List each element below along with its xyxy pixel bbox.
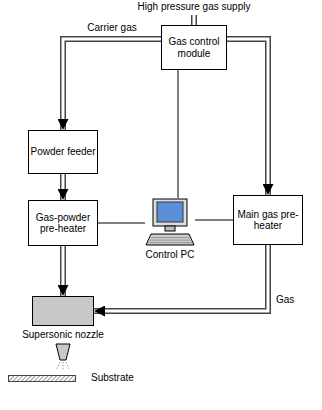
pipe-inner [63,39,161,130]
pipe-outer [227,39,268,195]
pipe-outer [60,246,66,296]
gas-pipe [94,245,268,311]
nozzle-tip [56,344,70,370]
signal-line [195,220,233,221]
substrate-hatch [9,376,75,381]
process-box: Gas-powder pre-heater [28,200,98,246]
pipe-inner [227,39,268,195]
process-box: Powder feeder [28,130,98,174]
process-box: Main gas pre-heater [233,195,303,245]
pipe-inner [94,245,268,311]
gas-pipe [63,174,64,200]
supply-label: High pressure gas supply [137,1,252,12]
pipe-inner [62,246,65,296]
pipe-outer [63,39,161,130]
node-label: Control PC [146,249,195,261]
edge-label: Gas [275,294,295,305]
control-line [195,220,233,221]
supply-pipe [194,15,195,25]
gas-pipe [63,39,161,130]
nozzle-box: Supersonic nozzle [32,296,94,326]
node-label: Main gas pre-heater [234,209,302,232]
control-line [98,223,145,224]
node-label: Powder feeder [30,146,95,158]
signal-line [178,70,179,198]
process-box: Gas control module [161,25,227,70]
pipe-inner [62,174,65,200]
gas-pipe [227,39,268,195]
node-label: Supersonic nozzle [22,329,104,341]
node-label: Gas control module [162,36,226,59]
computer-icon: Control PC [145,198,195,248]
computer-icon-drawing [145,198,195,248]
substrate-bar: Substrate [8,375,76,382]
signal-line [98,223,145,224]
gas-pipe [63,246,64,296]
node-label: Gas-powder pre-heater [29,212,97,235]
control-line [178,70,179,198]
edge-label: Carrier gas [86,22,137,33]
pipe-outer [60,174,66,200]
node-label: Substrate [91,372,134,384]
pipe-outer [94,245,268,311]
